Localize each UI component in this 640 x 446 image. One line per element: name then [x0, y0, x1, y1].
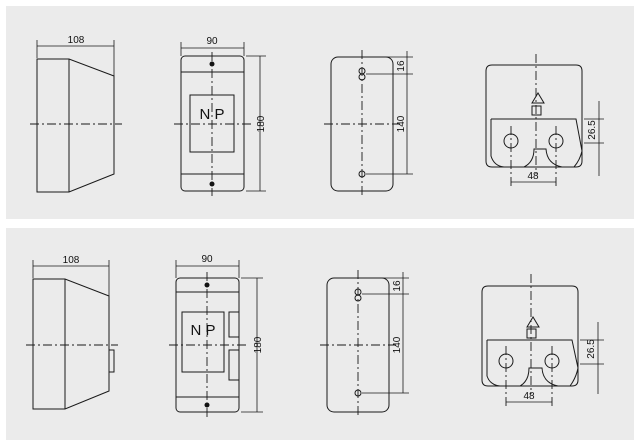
bottom-drawing-panel: 108 90 N P 180 1: [6, 228, 634, 440]
bottom-height-dim: 26.5: [587, 120, 598, 140]
side-width-dim: 108: [68, 35, 85, 46]
top-drawing-panel: 108 90 N P 180 16 140: [6, 6, 634, 219]
front-view: 90 N P 180: [174, 36, 267, 196]
front-width-dim: 90: [201, 254, 213, 265]
bottom-view: 48 26.5: [485, 54, 604, 188]
top-drawing: 108 90 N P 180 16 140: [30, 35, 604, 196]
back-view: 16 140: [324, 50, 413, 196]
front-height-dim: 180: [256, 115, 267, 132]
bottom-drawing: 108 90 N P 180 1: [26, 254, 604, 418]
back-top-dim: 16: [396, 60, 407, 72]
bottom-view: 48 26.5: [481, 274, 604, 408]
back-spacing-dim: 140: [396, 115, 407, 132]
bottom-height-dim: 26.5: [586, 339, 597, 359]
np-label: N P: [199, 106, 224, 123]
front-view: 90 N P 180: [169, 254, 264, 418]
front-width-dim: 90: [206, 36, 218, 47]
side-view: 108: [30, 35, 122, 193]
front-height-dim: 180: [253, 336, 264, 353]
back-top-dim: 16: [392, 280, 403, 292]
side-width-dim: 108: [63, 255, 80, 266]
back-spacing-dim: 140: [392, 336, 403, 353]
np-label: N P: [190, 322, 215, 339]
bottom-width-dim: 48: [523, 391, 535, 402]
back-view: 16 140: [320, 270, 409, 418]
bottom-width-dim: 48: [527, 171, 539, 182]
side-view: 108: [26, 255, 118, 410]
